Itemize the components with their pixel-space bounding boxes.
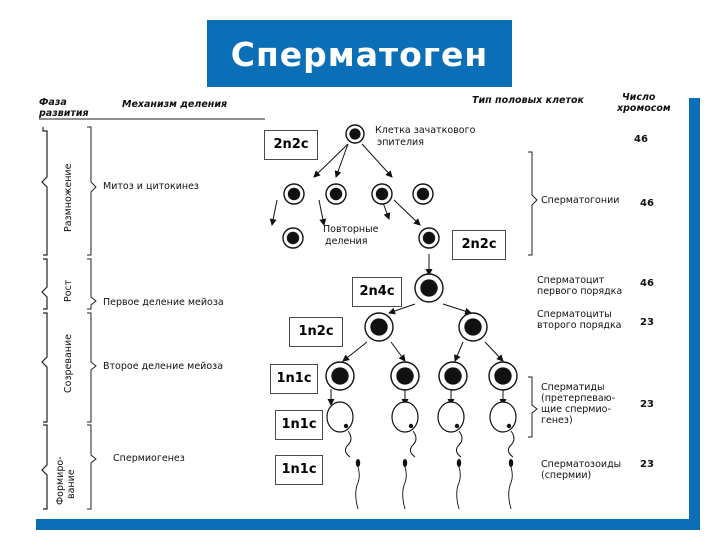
arrow	[454, 341, 464, 362]
spermatogonium-cell	[371, 183, 393, 205]
mechanism-mitosis: Митоз и цитокинез	[103, 181, 199, 192]
mechanism-bracket-meiosis-1	[87, 258, 97, 310]
phase-bracket-reproduction	[41, 127, 48, 256]
spermatogenesis-diagram: Фаза развития Механизм деления Тип полов…	[38, 92, 671, 510]
secondary-spermatocyte-cell	[458, 312, 488, 342]
top-chromosome-count: 46	[634, 134, 648, 145]
title-line-2: ез	[207, 76, 512, 88]
primary-spermatocyte-cell	[414, 273, 444, 303]
chromosome-count-2: 46	[640, 278, 654, 289]
header-chromosomes-line-2: хромосом	[616, 103, 671, 114]
spermatogonium-cell	[412, 183, 434, 205]
cell-type-label-1-line-1: Сперматогонии	[541, 195, 619, 206]
phase-bracket-formation	[41, 424, 48, 510]
mechanism-bracket-spermiogenesis	[87, 424, 97, 510]
arrow	[388, 303, 416, 315]
cell-type-label-5-line-2: (спермии)	[541, 470, 591, 481]
chromosome-count-1: 46	[640, 198, 654, 209]
maturing-spermatid	[437, 401, 465, 458]
division-arrows	[269, 143, 507, 406]
ploidy-label: 1n1c	[270, 364, 318, 394]
phase-name-formation-line-1: Формиро-	[55, 456, 66, 505]
cell-type-label-4-line-3: щие спермио-	[541, 404, 611, 415]
ploidy-label: 2n2c	[452, 230, 506, 260]
arrow	[484, 341, 504, 362]
phase-bracket-maturation	[41, 312, 48, 423]
maturing-spermatid	[391, 401, 419, 458]
germinal-epithelium-cell	[345, 124, 365, 144]
header-phase-line-2: развития	[38, 108, 89, 119]
spermatozoon	[508, 459, 514, 510]
cell-type-label-3-line-2: второго порядка	[537, 320, 622, 331]
cell-type-label-2-line-2: первого порядка	[537, 286, 622, 297]
cell-type-label-4-line-2: (претерпеваю-	[541, 393, 615, 404]
ploidy-label: 1n1c	[275, 455, 323, 485]
cell-type-label-2-line-1: Сперматоцит	[537, 275, 605, 286]
repeated-label-line-1: Повторные	[323, 224, 379, 235]
arrow	[334, 143, 349, 178]
header-cell-type: Тип половых клеток	[472, 95, 585, 106]
mechanism-meiosis-1: Первое деление мейоза	[103, 297, 224, 308]
maturing-spermatid	[489, 401, 517, 458]
spermatid-cell	[488, 361, 518, 391]
phase-bracket-growth	[41, 258, 48, 310]
spermatid-cell	[390, 361, 420, 391]
cell-type-bracket-spermatids	[528, 376, 538, 438]
chromosome-count-5: 23	[640, 459, 654, 470]
header-mechanism: Механизм деления	[122, 99, 227, 110]
spermatid-cell	[325, 361, 355, 391]
ploidy-label: 2n4c	[352, 277, 402, 307]
spermatogonium-cell	[325, 183, 347, 205]
mechanism-spermiogenesis: Спермиогенез	[113, 453, 185, 464]
arrow	[269, 199, 278, 226]
arrow	[390, 341, 406, 362]
arrow	[442, 303, 472, 315]
phase-name-reproduction: Размножение	[63, 163, 74, 232]
repeated-label-line-2: деления	[325, 236, 367, 247]
mechanism-meiosis-2: Второе деление мейоза	[103, 361, 223, 372]
spermatozoon	[456, 459, 462, 510]
mechanism-bracket-meiosis-2	[87, 312, 97, 423]
spermatozoon	[355, 459, 361, 510]
mechanism-bracket-mitosis	[87, 126, 97, 256]
arrow	[361, 143, 393, 178]
spermatogonium-cell	[282, 227, 304, 249]
cell-type-label-4-line-1: Сперматиды	[541, 382, 605, 393]
cells	[282, 124, 518, 510]
spermatid-cell	[438, 361, 468, 391]
spermatogonium-cell	[418, 227, 440, 249]
title-line-1: Сперматоген	[230, 35, 489, 74]
phase-name-maturation: Созревание	[63, 334, 74, 393]
chromosome-count-4: 23	[640, 399, 654, 410]
maturing-spermatid	[326, 401, 354, 458]
spermatogonium-cell	[283, 183, 305, 205]
title-box: Сперматоген ез	[207, 20, 512, 88]
germinal-cell-label-line-1: Клетка зачаткового	[375, 125, 476, 136]
cell-type-label-5-line-1: Сперматозоиды	[541, 459, 621, 470]
ploidy-label: 2n2c	[264, 130, 318, 160]
arrow	[393, 199, 421, 226]
cell-type-bracket-spermatogonia	[528, 151, 538, 256]
phase-name-growth: Рост	[63, 279, 74, 302]
phase-name-formation-line-2: вание	[66, 469, 77, 499]
spermatozoon	[402, 459, 408, 510]
ploidy-label: 1n2c	[289, 317, 343, 347]
secondary-spermatocyte-cell	[364, 312, 394, 342]
chromosome-count-3: 23	[640, 317, 654, 328]
header-chromosomes-line-1: Число	[622, 92, 656, 103]
cell-type-label-4-line-4: генез)	[541, 415, 573, 426]
ploidy-label: 1n1c	[275, 410, 323, 440]
arrow	[313, 143, 349, 178]
header-phase-line-1: Фаза	[39, 97, 67, 108]
arrow	[318, 199, 327, 226]
germinal-cell-label-line-2: эпителия	[377, 137, 424, 148]
arrow	[342, 341, 368, 362]
cell-type-label-3-line-1: Сперматоциты	[537, 309, 612, 320]
